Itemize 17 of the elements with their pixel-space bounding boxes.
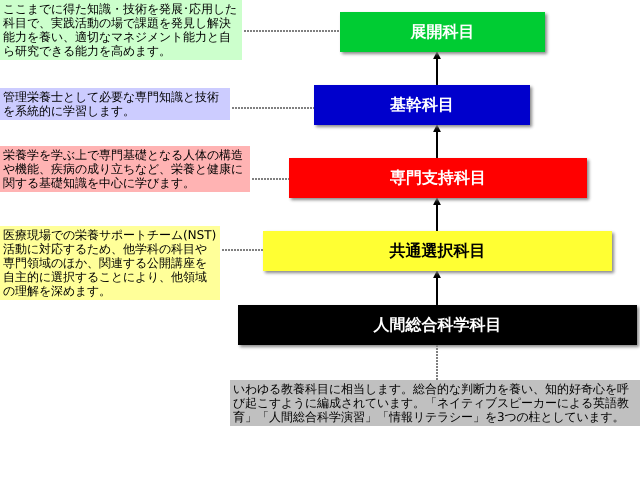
- course-tier-box: 人間総合科学科目: [238, 305, 637, 345]
- description-box: 栄養学を学ぶ上で専門基礎となる人体の構造や機能、疾病の成り立ちなど、栄養と健康に関する基礎知識を中心に学びます。: [0, 146, 250, 192]
- course-tier-box: 共通選択科目: [263, 231, 612, 271]
- description-box: 医療現場での栄養サポートチーム(NST)活動に対応するため、他学科の科目や専門領域のほか、関連する公開講座を自主的に選択することにより、他領域の理解を深めます。: [0, 226, 220, 300]
- description-box: 管理栄養士として必要な専門知識と技術を系統的に学習します。: [0, 88, 230, 120]
- description-box: ここまでに得た知識・技術を発展･応用した科目で、実践活動の場で課題を発見し解決能力を養い、適切なマネジメント能力と自ら研究できる能力を高めます。: [0, 0, 242, 60]
- arrow: [433, 197, 441, 231]
- course-tier-box: 展開科目: [340, 12, 545, 52]
- description-box: いわゆる教養科目に相当します。総合的な判断力を養い、知的好奇心を呼び起こすように編成されています。「ネイティブスピーカーによる英語教育」「人間総合科学演習」「情報リテラシー」を3つの柱としています。: [230, 380, 640, 426]
- leader-line: [252, 178, 290, 180]
- leader-line: [244, 30, 340, 32]
- arrow: [433, 51, 441, 85]
- course-tier-box: 基幹科目: [314, 85, 530, 125]
- leader-line: [436, 344, 438, 380]
- arrow: [433, 270, 441, 305]
- arrow: [433, 124, 441, 158]
- course-tier-box: 専門支持科目: [289, 158, 587, 198]
